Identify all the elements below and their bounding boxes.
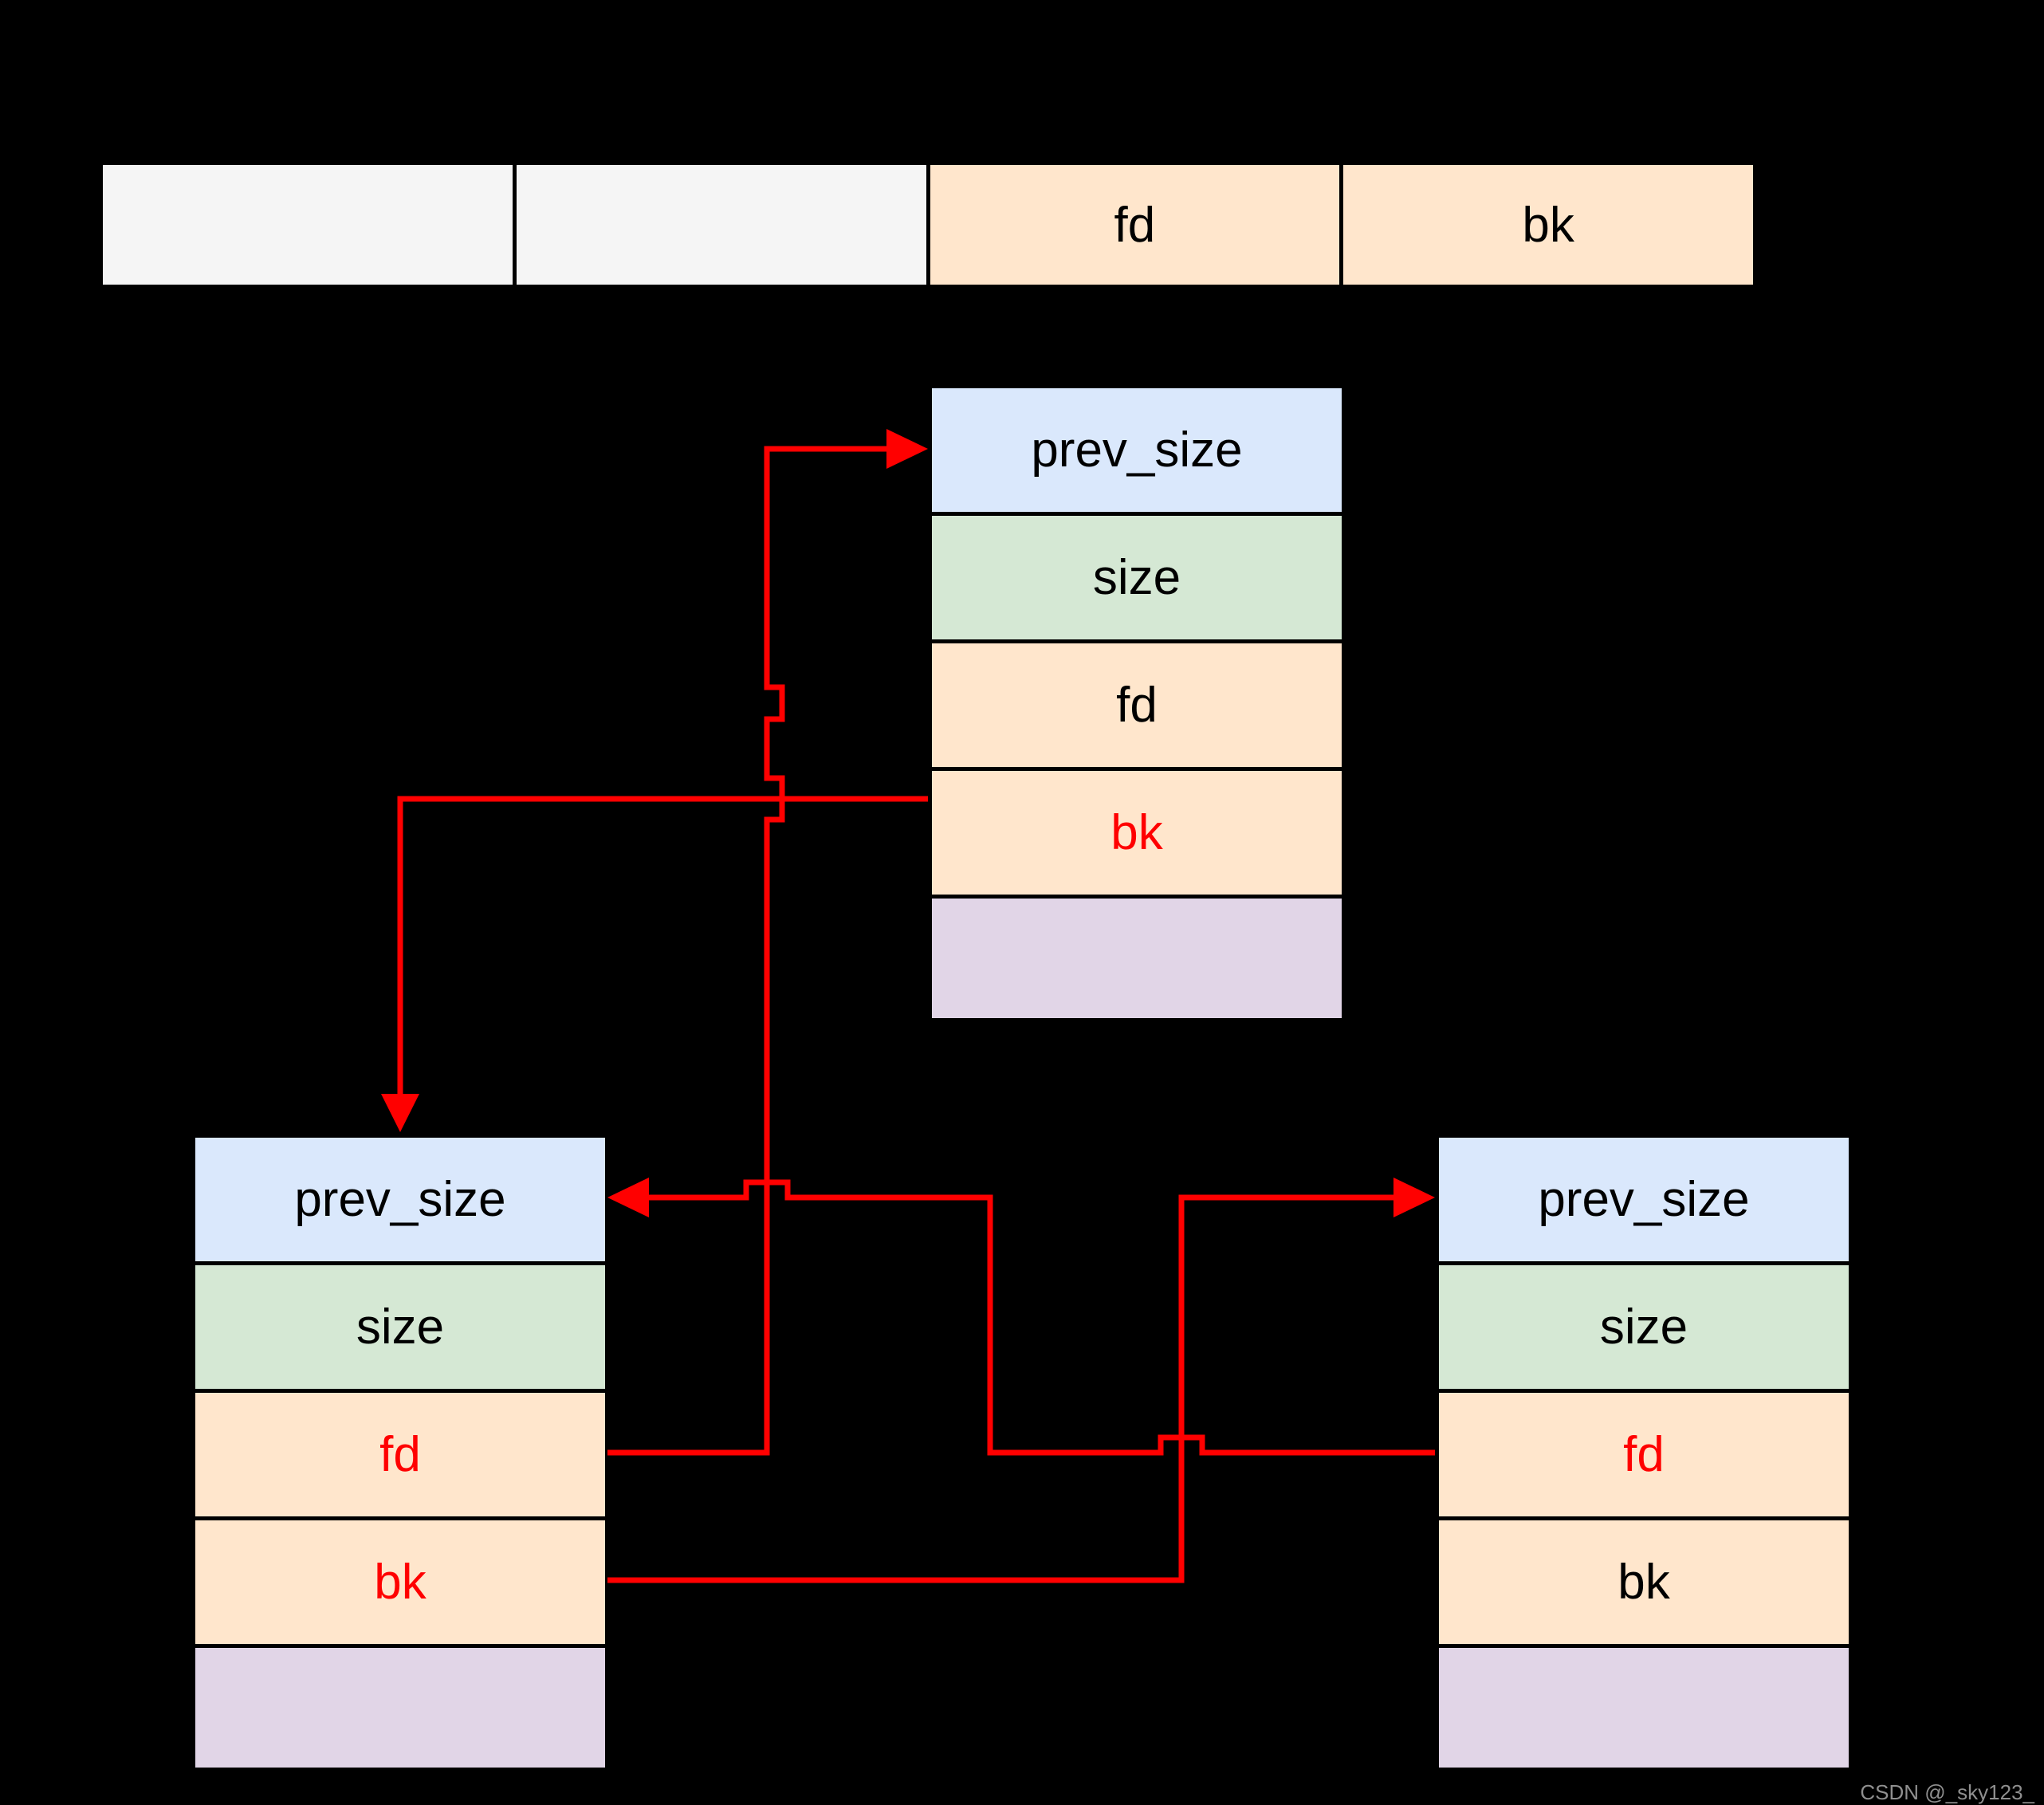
chunk-bottom-right-fd: fd [1439, 1393, 1849, 1520]
chunk-bottom-left-fd: fd [195, 1393, 605, 1520]
chunk-middle-prev-size: prev_size [932, 388, 1342, 516]
arrowhead-down-icon [381, 1094, 419, 1132]
chunk-bottom-left-size: size [195, 1265, 605, 1393]
chunk-middle-bk: bk [932, 771, 1342, 899]
bin-cell-empty-2 [516, 165, 930, 285]
chunk-bottom-left-user-data [195, 1648, 605, 1768]
chunk-bottom-left-prev-size: prev_size [195, 1138, 605, 1265]
chunk-middle-fd: fd [932, 643, 1342, 771]
chunk-middle: prev_size size fd bk [928, 384, 1346, 1022]
chunk-bottom-left-bk: bk [195, 1520, 605, 1648]
chunk-middle-user-data [932, 899, 1342, 1018]
arrow-bottom-right-fd-to-bottom-left-chunk [607, 1178, 1435, 1456]
arrow-bottom-left-bk-to-bottom-right-chunk [607, 1178, 1435, 1583]
chunk-bottom-right-user-data [1439, 1648, 1849, 1768]
chunk-bottom-left: prev_size size fd bk [191, 1134, 609, 1772]
watermark: CSDN @_sky123_ [1860, 1780, 2034, 1804]
bin-cell-bk: bk [1343, 165, 1753, 285]
arrowhead-right-icon [1393, 1178, 1435, 1217]
bin-table: fd bk [99, 161, 1757, 289]
chunk-bottom-right-size: size [1439, 1265, 1849, 1393]
bin-cell-empty-1 [103, 165, 517, 285]
arrow-middle-bk-to-bottom-left-chunk [381, 796, 928, 1132]
chunk-middle-size: size [932, 516, 1342, 643]
chunk-bottom-right-prev-size: prev_size [1439, 1138, 1849, 1265]
arrowhead-right-icon [886, 429, 928, 469]
chunk-bottom-right: prev_size size fd bk [1435, 1134, 1853, 1772]
arrow-bottom-left-fd-to-middle-chunk [607, 429, 928, 1456]
chunk-bottom-right-bk: bk [1439, 1520, 1849, 1648]
arrowhead-left-icon [607, 1178, 649, 1217]
bin-cell-fd: fd [930, 165, 1344, 285]
